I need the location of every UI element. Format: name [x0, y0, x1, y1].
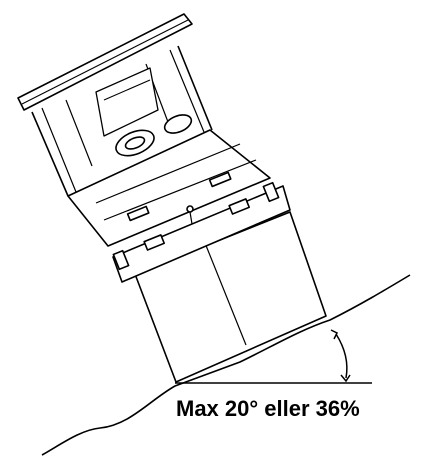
- cab-post-mid-left: [65, 99, 93, 167]
- hood-crease-1: [95, 143, 241, 204]
- roller-machine: [17, 13, 327, 383]
- slope-ground-line: [41, 274, 411, 456]
- hood-light-left: [126, 205, 150, 222]
- control-lever-box: [163, 114, 193, 134]
- angle-arc: [335, 333, 348, 379]
- max-slope-caption: Max 20° eller 36%: [176, 396, 360, 421]
- cab-post-right-inner: [169, 49, 205, 133]
- side-bracket-right: [262, 181, 280, 203]
- front-frame-bar: [112, 185, 291, 283]
- hood-crease-2: [103, 159, 257, 221]
- drum-center-line: [204, 242, 247, 346]
- roof-edge: [21, 19, 189, 105]
- arrowhead-top-icon: [330, 329, 339, 340]
- center-rod: [189, 211, 193, 225]
- front-light-left: [143, 234, 166, 251]
- side-bracket-left: [112, 249, 130, 271]
- arrowhead-bottom-icon: [340, 374, 351, 383]
- cab-post-left-inner: [41, 107, 77, 193]
- steering-wheel-inner: [124, 136, 146, 150]
- cab-post-left: [31, 111, 69, 197]
- hood-light-right: [208, 171, 232, 188]
- seat-back-line: [103, 79, 151, 101]
- engine-hood: [67, 129, 271, 247]
- cab-post-right: [177, 45, 213, 131]
- operator-seat: [95, 67, 159, 137]
- roller-drum: [134, 211, 327, 383]
- front-light-right: [228, 198, 251, 215]
- center-knob: [186, 205, 194, 213]
